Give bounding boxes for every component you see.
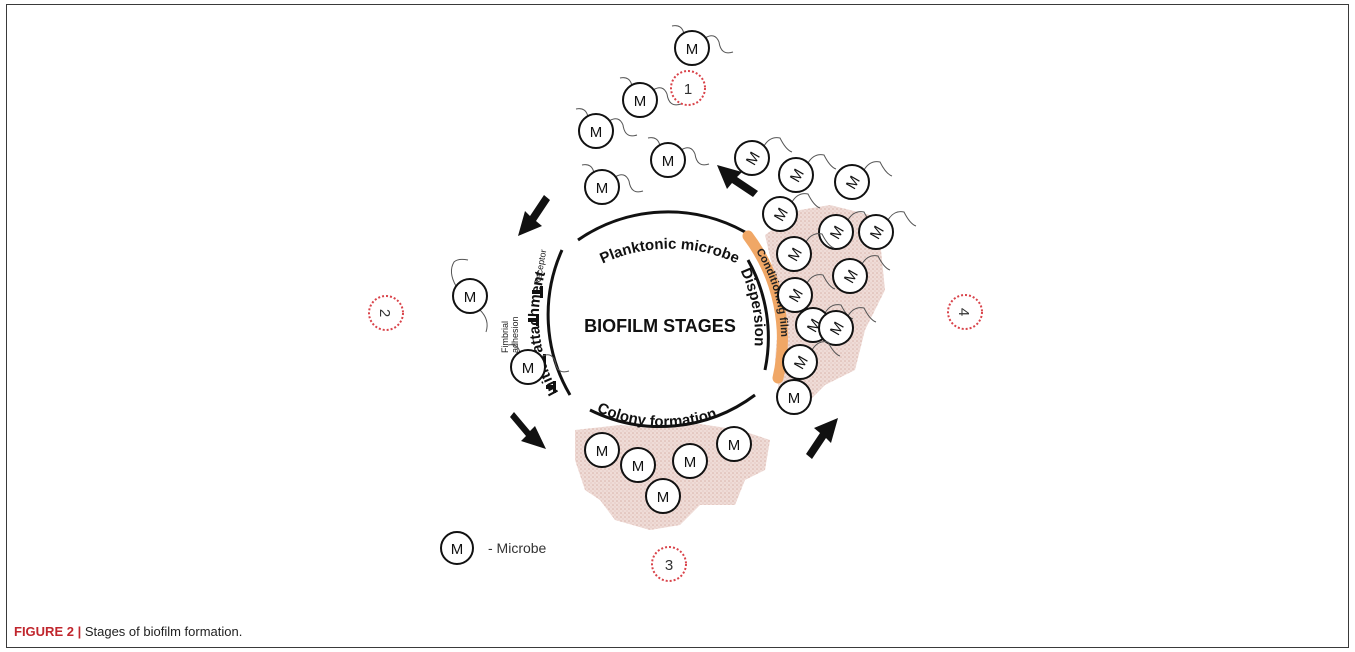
microbe: M [778,154,837,193]
microbe: M [507,344,570,385]
svg-text:M: M [632,458,645,475]
figure-frame [6,4,1349,648]
microbe: M [776,233,835,272]
figure-caption: FIGURE 2 | Stages of biofilm formation. [14,624,242,639]
microbe: M [734,137,793,176]
microbe: M [450,258,488,333]
svg-text:M: M [451,541,464,558]
svg-text:M: M [634,93,647,110]
microbe: M [581,164,644,205]
microbe: M [584,432,620,468]
microbe: M [782,341,841,380]
stage-label-dispersion: Dispersion [737,265,768,346]
svg-text:M: M [686,41,699,58]
svg-text:3: 3 [665,557,673,574]
stage-label-planktonic: Planktonic microbe [597,236,742,268]
microbe: M [762,193,821,232]
svg-text:M: M [684,454,697,471]
microbe: M [776,379,812,415]
legend-microbe-icon [440,531,474,565]
cycle-arrows [510,165,838,459]
stage-badge-2: 2 [368,295,404,331]
stage-badge-1: 1 [670,70,706,106]
stage-badge-4: 4 [947,294,983,330]
svg-text:M: M [464,289,477,306]
svg-text:M: M [522,360,535,377]
microbe: M [832,255,891,294]
microbe: M [834,161,893,200]
microbe: M [777,274,836,313]
svg-text:1: 1 [684,81,692,98]
svg-text:4: 4 [955,308,972,316]
arrow-to-colony [510,412,546,449]
microbe: M [716,426,752,462]
legend: M - Microbe [440,531,547,565]
adhesion-label: adhesion [510,316,520,353]
svg-text:2: 2 [376,309,393,317]
svg-text:M: M [590,124,603,141]
svg-text:M: M [662,153,675,170]
svg-text:M: M [657,489,670,506]
caption-text: Stages of biofilm formation. [84,624,243,639]
stage-badge-3: 3 [651,546,687,582]
conditioning-film-band [742,230,788,384]
microbe: M [818,211,877,250]
svg-text:M: M [788,390,801,407]
microbe: M [858,211,917,250]
fimbrial-label: Fimbrial [500,321,510,353]
microbe: M [619,77,682,118]
caption-label: FIGURE 2 | [14,624,82,639]
arrow-to-dispersion [806,418,838,459]
arrow-to-attachment [518,195,550,236]
microbe: M [645,478,681,514]
microbe: M [671,25,734,66]
microbe: M [647,137,710,178]
microbe: M [620,447,656,483]
stage-badges: 1 2 3 4 [368,70,983,582]
svg-text:M: M [596,180,609,197]
microbe: M [818,307,877,346]
microbe: M [672,443,708,479]
stage-ring [546,210,770,429]
center-title: BIOFILM STAGES [584,316,736,336]
svg-text:M: M [728,437,741,454]
arrow-to-planktonic [717,165,758,197]
microbe: M [575,108,638,149]
svg-text:M: M [596,443,609,460]
legend-text: - Microbe [488,540,547,556]
